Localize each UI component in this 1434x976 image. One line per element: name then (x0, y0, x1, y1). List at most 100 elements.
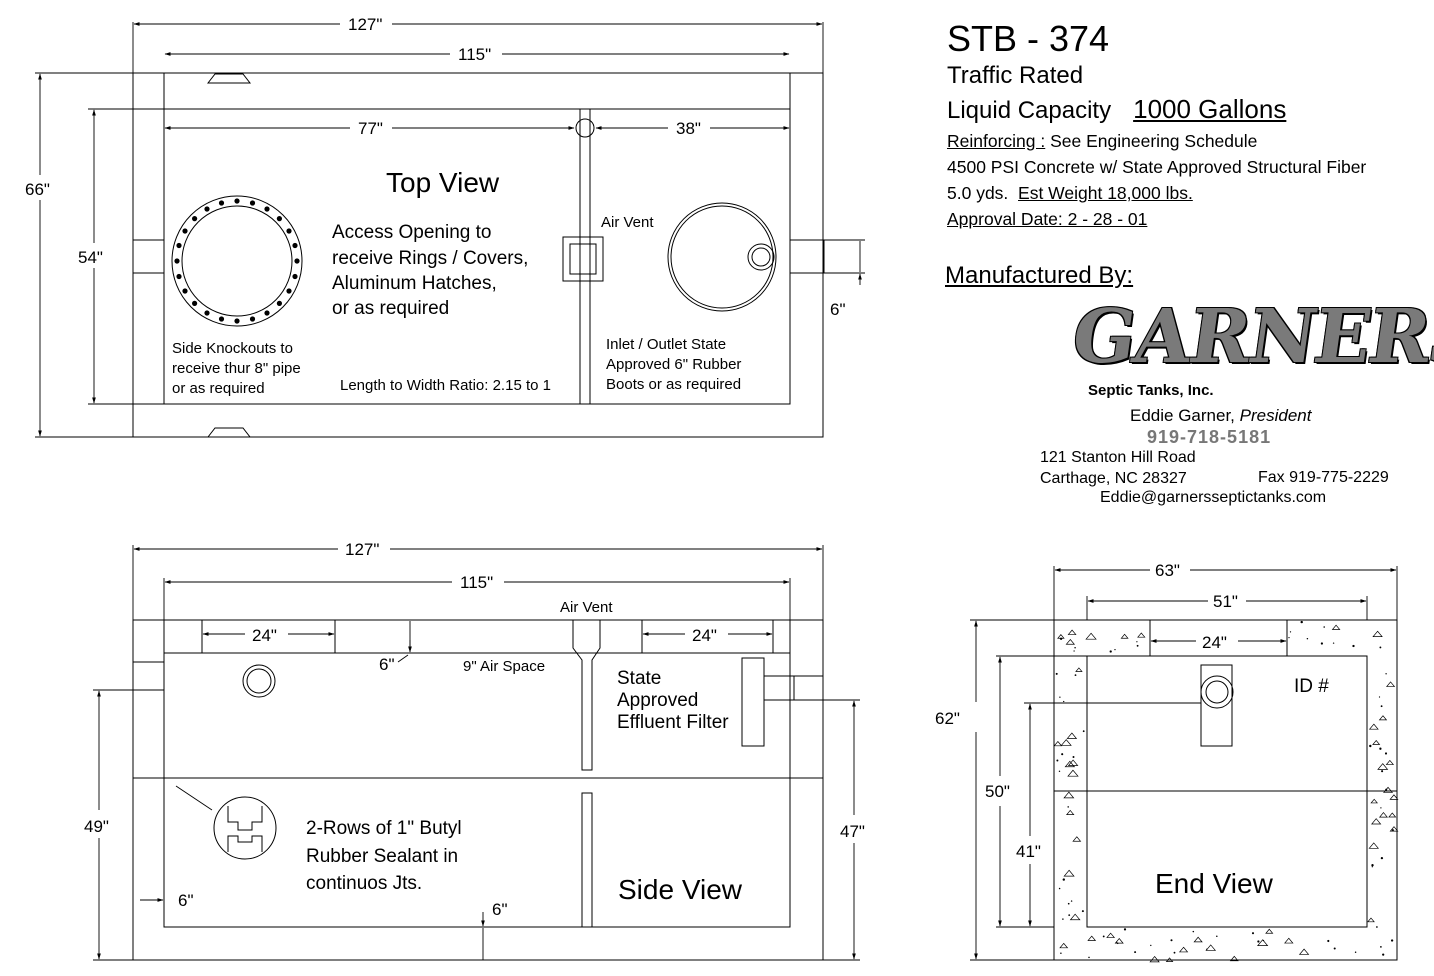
inlet-note: Inlet / Outlet State Approved 6" Rubber … (606, 336, 741, 393)
aggregate-speck (1059, 942, 1069, 949)
access-opening-right (667, 202, 777, 312)
side-inlet-circle (242, 664, 276, 698)
aggregate-speck (1380, 946, 1382, 948)
bolt-hole (294, 258, 300, 264)
bolt-hole (292, 273, 298, 280)
aggregate-speck (1065, 638, 1076, 645)
aggregate-speck (1371, 864, 1374, 867)
aggregate-speck (1372, 739, 1381, 745)
capacity-value: 1000 Gallons (1133, 94, 1287, 124)
aggregate-speck (1067, 769, 1079, 777)
aggregate-speck (1320, 642, 1324, 645)
side-dim-24-right: 24" (692, 626, 717, 645)
sealant-detail (213, 796, 277, 860)
aggregate-speck (1265, 928, 1274, 934)
aggregate-speck (1389, 826, 1399, 832)
aggregate-speck (1061, 753, 1064, 756)
top-outlet-pipe (789, 239, 825, 274)
aggregate-speck (1372, 630, 1383, 637)
top-dim-38: 38" (676, 119, 701, 138)
aggregate-speck (1057, 634, 1065, 639)
side-outlet-pipe (763, 675, 795, 701)
side-view-inner (163, 652, 791, 928)
bolt-hole (249, 200, 256, 206)
bolt-hole (174, 258, 180, 264)
top-dim-115: 115" (458, 45, 491, 64)
volume-weight-row: 5.0 yds. Est Weight 18,000 lbs. (947, 180, 1417, 206)
aggregate-speck (1389, 794, 1399, 800)
aggregate-speck (1060, 952, 1062, 954)
side-dim-6-wall: 6" (178, 891, 194, 910)
bolt-hole (264, 206, 270, 212)
bolt-hole (204, 310, 210, 316)
manufactured-by: Manufactured By: (945, 262, 1134, 289)
bolt-hole (276, 300, 282, 306)
aggregate-speck (1381, 770, 1384, 773)
aggregate-speck (1289, 631, 1292, 633)
aggregate-speck (1257, 940, 1260, 943)
end-outlet-box (1200, 664, 1233, 747)
aggregate-speck (1367, 917, 1375, 923)
access-note-line: Aluminum Hatches, (332, 273, 497, 294)
weight: Est Weight 18,000 lbs. (1018, 183, 1193, 203)
aggregate-speck (1229, 955, 1239, 962)
aggregate-speck (1058, 770, 1061, 773)
bolt-hole (276, 216, 282, 222)
side-dim-6-floor: 6" (492, 900, 508, 919)
baffle-vent-hole (575, 118, 595, 138)
company-logo: GARNERS (1066, 294, 1434, 380)
aggregate-speck (1284, 937, 1294, 944)
end-dim-24: 24" (1202, 633, 1227, 652)
aggregate-speck (1109, 650, 1112, 653)
aggregate-speck (1070, 900, 1073, 902)
company-fax: Fax 919-775-2229 (1258, 469, 1389, 486)
aggregate-speck (1056, 759, 1059, 762)
top-view: 127" 115" 77" 38" 66" 54" 6" Top View Ai… (25, 15, 865, 438)
aggregate-speck (1063, 700, 1065, 703)
bolt-hole (249, 316, 256, 322)
bolt-hole (264, 310, 270, 316)
aggregate-speck (1116, 942, 1119, 945)
approval-date: Approval Date: 2 - 28 - 01 (947, 209, 1148, 229)
aggregate-speck (1115, 941, 1118, 943)
aggregate-speck (1368, 842, 1380, 849)
president-name: Eddie Garner, (1130, 406, 1235, 425)
aggregate-speck (1063, 791, 1075, 799)
aggregate-speck (1206, 948, 1208, 950)
concrete-aggregate (1053, 620, 1399, 963)
aggregate-speck (1149, 955, 1160, 963)
company-address: 121 Stanton Hill Road Carthage, NC 28327 (1040, 447, 1196, 489)
side-dim-24-left: 24" (252, 626, 277, 645)
aggregate-speck (1216, 935, 1218, 938)
effluent-filter (741, 657, 765, 747)
side-inlet-pipe (132, 661, 165, 691)
access-note-line: Access Opening to (332, 222, 491, 243)
aggregate-speck (1063, 869, 1075, 877)
aggregate-speck (1371, 866, 1373, 868)
company-email[interactable]: Eddie@garnersseptictanks.com (1100, 489, 1327, 506)
aggregate-speck (1074, 674, 1077, 676)
concrete-spec: 4500 PSI Concrete w/ State Approved Stru… (947, 157, 1367, 177)
air-space-label: 9" Air Space (463, 658, 545, 675)
address-line-1: 121 Stanton Hill Road (1040, 449, 1196, 466)
side-air-vent-label: Air Vent (560, 599, 613, 616)
aggregate-speck (1205, 944, 1217, 951)
aggregate-speck (1136, 644, 1139, 647)
knockout-note-line: or as required (172, 380, 265, 397)
reinforcing-value: See Engineering Schedule (1050, 131, 1258, 151)
aggregate-speck (1064, 760, 1076, 768)
aggregate-speck (1368, 723, 1379, 730)
aggregate-speck (1378, 696, 1381, 698)
bolt-hole (218, 200, 225, 206)
aggregate-speck (1371, 818, 1382, 825)
aggregate-speck (1379, 646, 1382, 649)
inlet-note-line: Approved 6" Rubber (606, 356, 741, 373)
sealant-note: 2-Rows of 1" Butyl Rubber Sealant in con… (306, 818, 462, 894)
end-view-outer (1053, 619, 1398, 961)
side-dim-115: 115" (460, 573, 493, 592)
aggregate-speck (1385, 673, 1387, 675)
aggregate-speck (1053, 740, 1063, 747)
bolt-hole (192, 300, 198, 306)
aggregate-speck (1300, 620, 1303, 624)
